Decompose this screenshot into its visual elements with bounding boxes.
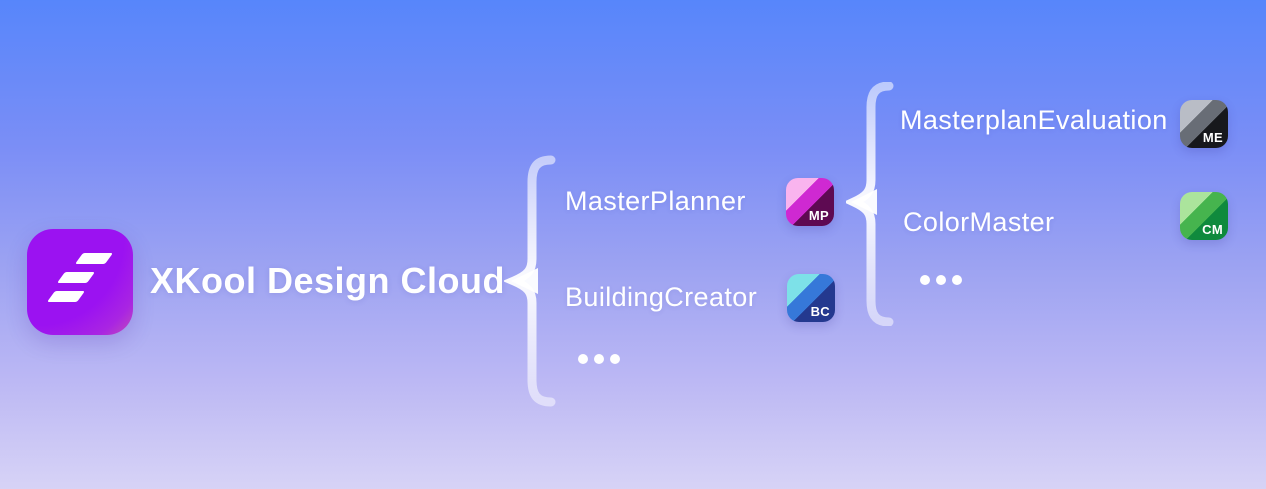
xkool-logo-bar: [57, 272, 95, 283]
node-label-masterplanevaluation: MasterplanEvaluation: [900, 105, 1168, 135]
page-title: XKool Design Cloud: [150, 260, 505, 301]
colormaster-app-icon: CM: [1180, 192, 1228, 240]
ellipsis-dot: [952, 275, 962, 285]
xkool-logo-icon: [27, 229, 133, 335]
xkool-logo-bar: [75, 253, 113, 264]
more-indicator-level2: [920, 275, 962, 285]
more-indicator-level1: [578, 354, 620, 364]
ellipsis-dot: [936, 275, 946, 285]
node-label-buildingcreator: BuildingCreator: [565, 282, 758, 312]
buildingcreator-app-icon: BC: [787, 274, 835, 322]
ellipsis-dot: [610, 354, 620, 364]
brace-level1: [504, 155, 556, 407]
node-label-masterplanner: MasterPlanner: [565, 186, 746, 216]
masterplanevaluation-badge-label: ME: [1202, 130, 1223, 145]
masterplanner-badge-label: MP: [808, 208, 829, 223]
colormaster-badge-label: CM: [1202, 222, 1223, 237]
ellipsis-dot: [920, 275, 930, 285]
ellipsis-dot: [594, 354, 604, 364]
masterplanner-app-icon: MP: [786, 178, 834, 226]
ellipsis-dot: [578, 354, 588, 364]
masterplanevaluation-app-icon: ME: [1180, 100, 1228, 148]
node-label-colormaster: ColorMaster: [903, 207, 1055, 237]
buildingcreator-badge-label: BC: [810, 304, 830, 319]
brace-level2: [846, 82, 894, 326]
xkool-logo-bar: [47, 291, 85, 302]
